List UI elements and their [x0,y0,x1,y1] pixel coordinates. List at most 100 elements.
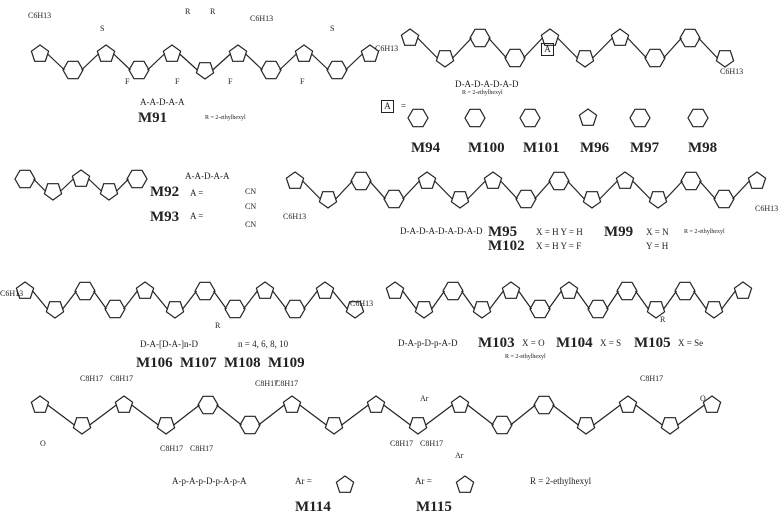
six-membered-ring [442,281,464,301]
bond [693,290,707,310]
five-membered-ring [704,301,724,319]
atom-label: C8H17 [275,379,299,388]
bond [33,178,46,192]
five-membered-ring [575,50,595,68]
six-membered-ring [679,28,701,48]
m94-architecture: D-A-D-A-D-A-D [455,79,519,89]
bond [32,290,48,310]
m103-architecture: D-A-p-D-p-A-D [398,338,458,348]
bond [279,53,297,71]
five-membered-ring [578,108,598,126]
five-membered-ring [646,301,666,319]
six-membered-ring [464,108,486,128]
bond [632,180,651,200]
a-box-label: A [544,44,551,54]
bond [663,290,677,310]
five-membered-ring [228,44,248,62]
m102-label: M102 [488,238,525,254]
six-membered-ring [74,281,96,301]
six-membered-ring [533,395,555,415]
five-membered-ring [335,475,355,493]
bond [467,404,494,426]
five-membered-ring [501,281,521,299]
five-membered-ring [195,62,215,80]
m91-label: M91 [138,110,168,126]
five-membered-ring [615,171,635,189]
five-membered-ring [162,44,182,62]
five-membered-ring [15,281,35,299]
six-membered-ring [674,281,696,301]
atom-label: C8H17 [640,374,664,383]
bond [489,290,504,310]
m103-condition: X = O [522,338,545,348]
five-membered-ring [324,417,344,435]
bond [467,180,486,200]
bond [500,180,518,200]
m94-r-definition: R = 2-ethylhexyl [462,90,503,96]
five-membered-ring [408,417,428,435]
bond [243,290,258,310]
six-membered-ring [529,299,551,319]
m99-label: M99 [604,224,634,240]
m91-architecture: A-A-D-A-A [140,97,185,107]
atom-label: C6H13 [720,67,744,76]
bond [663,37,682,59]
six-membered-ring [491,415,513,435]
atom-label: O [40,439,46,448]
five-membered-ring [114,395,134,413]
bond [302,180,321,200]
bond [81,53,99,71]
atom-label: F [300,77,305,86]
bond [245,53,263,71]
six-membered-ring [326,60,348,80]
bond [452,37,472,59]
five-membered-ring [540,28,560,46]
five-membered-ring [285,171,305,189]
five-membered-ring [483,171,503,189]
bond [732,180,750,200]
five-membered-ring [576,417,596,435]
m93-a-equals: A = [190,211,204,221]
five-membered-ring [715,50,735,68]
atom-label: C6H13 [755,204,779,213]
five-membered-ring [648,191,668,209]
m91-r-definition: R = 2-ethylhexyl [205,115,246,121]
bond [369,180,386,200]
bond [721,290,736,310]
six-membered-ring [350,171,372,191]
five-membered-ring [318,191,338,209]
six-membered-ring [407,108,429,128]
bond [548,290,562,310]
bond [557,37,578,59]
bond [93,290,107,310]
bond [131,404,159,426]
bond [88,178,102,192]
atom-label: Ar [420,394,429,403]
atom-label: O [700,394,706,403]
bond [213,290,227,310]
five-membered-ring [366,395,386,413]
bond [592,37,613,59]
five-membered-ring [435,50,455,68]
m92-label: M92 [150,184,180,200]
atom-label: F [228,77,233,86]
six-membered-ring [504,48,526,68]
m92-architecture: A-A-D-A-A [185,171,230,181]
m93-cn-1: CN [245,202,257,211]
bond [510,404,536,426]
m101-label: M101 [523,140,560,156]
bond [258,404,285,426]
atom-label: R [210,7,216,16]
m103-label: M103 [478,335,515,351]
bond [152,290,168,310]
bond [567,180,585,200]
atom-label: S [330,24,335,33]
m92-a-equals: A = [190,188,204,198]
m105-label: M105 [634,335,671,351]
bond [179,53,198,71]
bond [60,178,74,192]
m93-cn-2: CN [245,220,257,229]
six-membered-ring [62,60,84,80]
atom-label: F [175,77,180,86]
six-membered-ring [239,415,261,435]
